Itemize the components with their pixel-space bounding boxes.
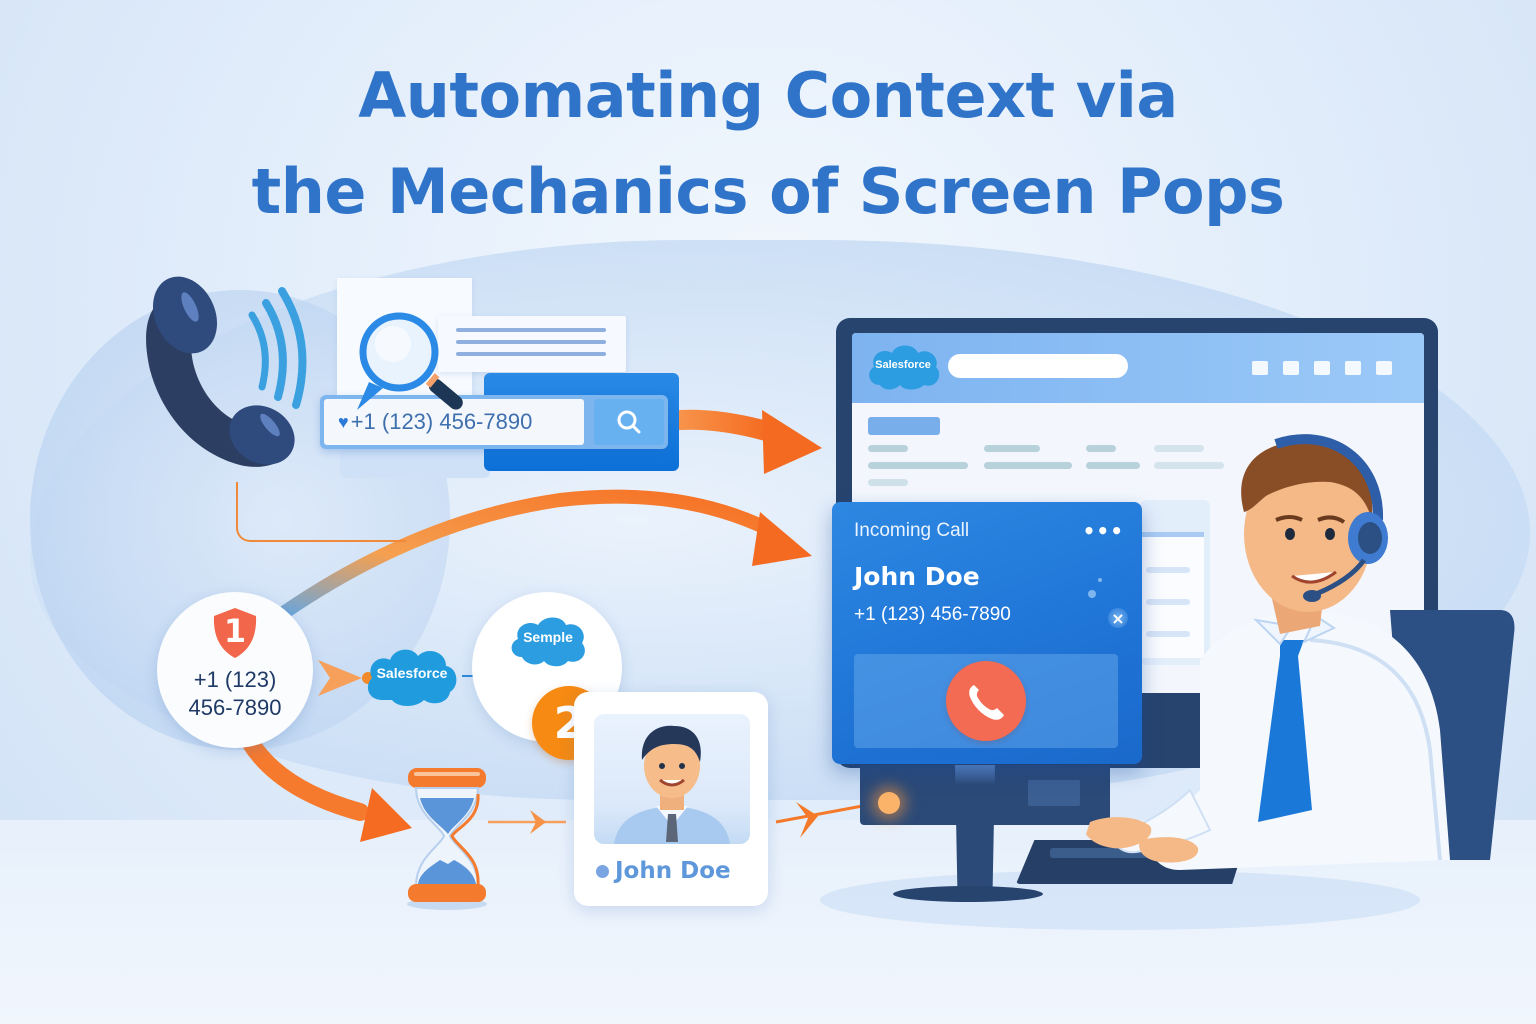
skeleton-line bbox=[1154, 462, 1224, 469]
status-dot bbox=[596, 864, 609, 878]
document-line bbox=[456, 328, 606, 332]
toolbar-button[interactable] bbox=[1314, 361, 1330, 375]
connection-glow bbox=[878, 792, 900, 814]
cloud-icon bbox=[511, 617, 585, 667]
search-button[interactable] bbox=[594, 399, 664, 445]
list-row bbox=[1146, 631, 1190, 637]
crm-search-field[interactable] bbox=[948, 354, 1128, 378]
step-1-badge: 1 bbox=[210, 606, 260, 660]
contact-name-row: John Doe bbox=[596, 858, 731, 884]
title-line-2: the Mechanics of Screen Pops bbox=[251, 155, 1285, 228]
list-row bbox=[1146, 599, 1190, 605]
page-title: Automating Context via the Mechanics of … bbox=[0, 48, 1536, 240]
contact-name: John Doe bbox=[615, 858, 731, 884]
phone-handset-icon bbox=[146, 276, 307, 467]
crm-header: Salesforce bbox=[852, 333, 1424, 403]
side-panel-list bbox=[1142, 532, 1204, 658]
phone-connector-line bbox=[236, 482, 406, 542]
dismiss-button[interactable]: × bbox=[1108, 608, 1128, 628]
sample-label: Semple bbox=[523, 629, 573, 645]
call-action-area bbox=[854, 654, 1118, 748]
sparkle bbox=[1088, 590, 1096, 598]
skeleton-line bbox=[1086, 462, 1140, 469]
salesforce-logo: Salesforce bbox=[866, 343, 940, 391]
sparkle bbox=[1098, 578, 1102, 582]
crm-tab-button[interactable] bbox=[868, 417, 940, 435]
more-options-button[interactable]: ••• bbox=[1082, 519, 1124, 543]
caller-name: John Doe bbox=[854, 562, 980, 591]
person-avatar-icon bbox=[614, 725, 730, 844]
salesforce-label: Salesforce bbox=[376, 665, 448, 681]
crm-side-panel bbox=[1140, 500, 1210, 665]
step-1-number: 1 bbox=[223, 612, 247, 650]
toolbar-button[interactable] bbox=[1376, 361, 1392, 375]
end-call-button[interactable] bbox=[946, 661, 1026, 741]
skeleton-line bbox=[1154, 445, 1204, 452]
salesforce-logo-label: Salesforce bbox=[875, 359, 931, 371]
search-query: +1 (123) 456-7890 bbox=[350, 409, 533, 434]
skeleton-line bbox=[984, 445, 1040, 452]
step-1-caller-id: 1 +1 (123) 456-7890 bbox=[157, 592, 313, 748]
step-1-phone-line2: 456-7890 bbox=[188, 695, 282, 720]
phone-icon bbox=[969, 685, 1004, 720]
magnifier-icon bbox=[357, 312, 463, 410]
document-front bbox=[438, 316, 626, 372]
monitor-slot bbox=[1028, 780, 1080, 806]
cloud-icon bbox=[869, 345, 940, 390]
step-1-phone-line1: +1 (123) bbox=[193, 667, 277, 692]
connector-line bbox=[462, 675, 480, 677]
skeleton-line bbox=[1086, 445, 1116, 452]
monitor-stand bbox=[955, 765, 995, 895]
contact-icon: ♥ bbox=[338, 411, 349, 432]
toolbar-button[interactable] bbox=[1252, 361, 1268, 375]
toolbar-button[interactable] bbox=[1345, 361, 1361, 375]
skeleton-line bbox=[868, 479, 908, 486]
monitor-base bbox=[893, 886, 1043, 902]
phone-search-bar: ♥ +1 (123) 456-7890 bbox=[320, 395, 668, 449]
list-row bbox=[1146, 567, 1190, 573]
document-line bbox=[456, 352, 606, 356]
hourglass-icon bbox=[407, 768, 487, 910]
shield-icon bbox=[213, 608, 257, 658]
popup-title: Incoming Call bbox=[854, 520, 970, 541]
title-line-1: Automating Context via bbox=[358, 59, 1178, 132]
toolbar-button[interactable] bbox=[1283, 361, 1299, 375]
support-agent-illustration bbox=[1086, 434, 1515, 870]
caller-number: +1 (123) 456-7890 bbox=[854, 604, 1011, 625]
contact-avatar bbox=[594, 714, 750, 844]
incoming-call-popup: Incoming Call ••• John Doe +1 (123) 456-… bbox=[832, 502, 1142, 764]
search-icon bbox=[617, 410, 641, 434]
document-line bbox=[456, 340, 606, 344]
skeleton-line bbox=[984, 462, 1072, 469]
skeleton-line bbox=[868, 445, 908, 452]
sample-cloud-logo: Semple bbox=[508, 613, 588, 669]
cloud-icon bbox=[367, 649, 457, 706]
contact-record-card[interactable]: John Doe bbox=[574, 692, 768, 906]
salesforce-cloud-logo: Salesforce bbox=[362, 642, 462, 708]
skeleton-line bbox=[868, 462, 968, 469]
